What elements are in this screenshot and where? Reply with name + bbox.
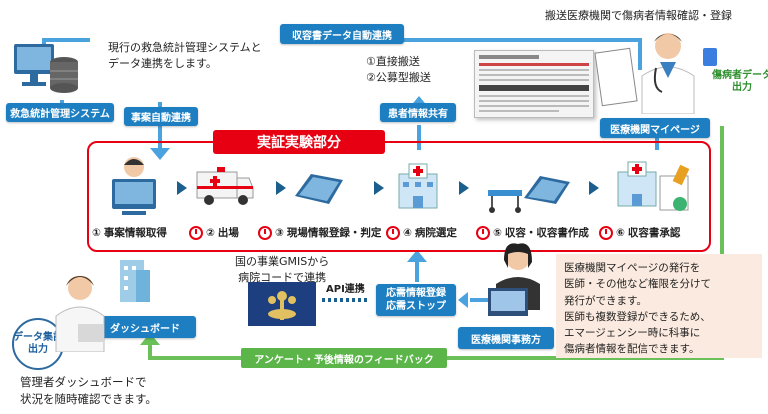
feedback-text: アンケート・予後情報のフィードバック: [254, 354, 434, 366]
step-2-label: 出場: [217, 227, 239, 239]
hospital-approval-icon: [614, 160, 694, 216]
step-arrow-2: [276, 181, 286, 195]
emergency-stop-text: 応需情報登録 応需ストップ: [386, 288, 446, 312]
server-computer-icon: [12, 42, 82, 94]
feedback-label: アンケート・予後情報のフィードバック: [241, 348, 447, 368]
operator-icon: [108, 155, 160, 221]
med-office-text: 医療機関事務方: [471, 334, 541, 346]
step-4-label: 病院選定: [414, 227, 457, 239]
step-1-num: ①: [92, 226, 101, 239]
step-5-label: 収容・収容書作成: [504, 227, 589, 239]
clock-icon: [189, 225, 203, 240]
step-3-num: ③: [275, 226, 284, 239]
clock-icon: [476, 225, 490, 240]
info-box: 医療機関マイページの発行を 医師・その他など権限を分けて 発行ができます。 医師…: [556, 254, 762, 358]
dashboard-label: ダッシュボード: [94, 316, 196, 338]
step-4-num: ④: [403, 226, 412, 239]
clock-icon: [386, 225, 400, 240]
hospital-icon: [395, 162, 441, 210]
step-arrow-5: [589, 181, 599, 195]
auto-link-report-label: 収容書データ自動連携: [280, 24, 404, 44]
tablet-icon: [293, 170, 345, 206]
med-mypage-text: 医療機関マイページ: [610, 124, 700, 136]
med-mypage-label: 医療機関マイページ: [600, 118, 710, 138]
step-6-label: 収容書承認: [627, 227, 681, 239]
doctor-icon: [632, 28, 700, 115]
clipboard-icon: [594, 47, 638, 107]
emergency-stop-label: 応需情報登録 応需ストップ: [376, 284, 456, 316]
step-1-label: 事案情報取得: [103, 227, 167, 239]
patient-data-output: 傷病者データ 出力: [712, 70, 768, 93]
step-3-label: 現場情報登録・判定: [286, 227, 382, 239]
demo-section-title: 実証実験部分: [213, 130, 385, 154]
dashboard-text: ダッシュボード: [110, 323, 180, 335]
ambulance-icon: [195, 164, 255, 208]
top-right-caption: 搬送医療機関で傷病者情報確認・登録: [545, 9, 732, 22]
auto-link-report-text: 収容書データ自動連携: [292, 30, 392, 42]
auto-link-case-label: 事案自動連携: [124, 107, 198, 126]
clock-icon: [599, 225, 613, 240]
system-label: 救急統計管理システム: [6, 103, 114, 122]
info-box-text: 医療機関マイページの発行を 医師・その他など権限を分けて 発行ができます。 医師…: [564, 262, 711, 356]
step-2-num: ②: [206, 226, 215, 239]
stretcher-tablet-icon: [486, 172, 572, 214]
clock-icon: [258, 225, 272, 240]
patient-share-text: 患者情報共有: [388, 109, 448, 120]
api-link-label: API連携: [326, 284, 365, 295]
demo-frame: [87, 141, 711, 252]
demo-section-text: 実証実験部分: [257, 135, 341, 151]
current-system-caption: 現行の救急統計管理システムと データ連携をします。: [108, 41, 262, 70]
step-arrow-3: [374, 181, 384, 195]
building-icon: [116, 256, 152, 304]
patient-share-label: 患者情報共有: [380, 103, 456, 122]
step-5-num: ⑤: [493, 226, 502, 239]
government-emblem-icon: [248, 282, 316, 326]
document-icon: [703, 48, 717, 66]
office-staff-icon: [484, 240, 552, 322]
step-6-num: ⑥: [616, 226, 625, 239]
med-office-label: 医療機関事務方: [458, 327, 554, 349]
gmis-caption: 国の事業GMISから 病院コードで連携: [235, 255, 330, 284]
system-text: 救急統計管理システム: [10, 109, 110, 120]
data-output-text: データ集計 出力: [13, 332, 63, 355]
auto-link-case-text: 事案自動連携: [131, 113, 191, 124]
app-screen-mock: [474, 50, 594, 118]
step-arrow-4: [459, 181, 469, 195]
transport-types: ①直接搬送 ②公募型搬送: [366, 55, 431, 84]
step-arrow-1: [177, 181, 187, 195]
admin-caption: 管理者ダッシュボードで 状況を随時確認できます。: [20, 375, 157, 406]
admin-person-icon: [50, 272, 108, 353]
